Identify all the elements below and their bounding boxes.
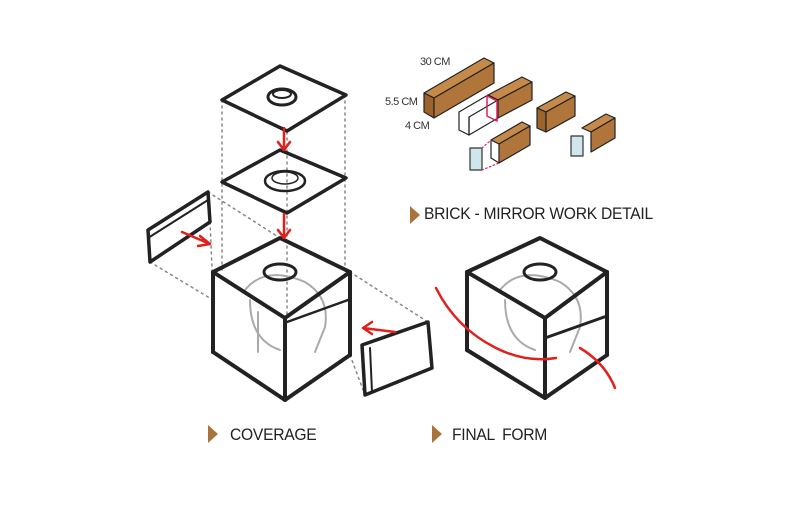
dotted-guides [149,94,429,396]
top-plate [220,64,348,133]
final-form-label: FINAL FORM [452,425,548,444]
brick-detail [423,57,616,171]
brick-mirror-assembled [570,113,616,157]
brick-detail-label: BRICK - MIRROR WORK DETAIL [424,204,653,223]
brick-split [458,76,533,136]
coverage-cube [211,236,352,402]
dimension-length: 30 CM [420,56,450,68]
left-panel [146,190,212,264]
red-arrows [180,126,617,390]
marker-triangle-icon [410,206,420,224]
middle-plate [220,148,348,215]
brick-with-mirror [469,121,531,171]
coverage-label: COVERAGE [230,425,317,444]
brick-short [536,91,576,133]
right-panel [360,320,434,397]
final-form-cube [465,236,609,400]
dimension-width: 4 CM [405,120,430,132]
dimension-height: 5.5 CM [385,96,418,108]
marker-triangle-icon [432,425,442,443]
brick-full [423,57,495,119]
marker-triangle-icon [208,425,218,443]
